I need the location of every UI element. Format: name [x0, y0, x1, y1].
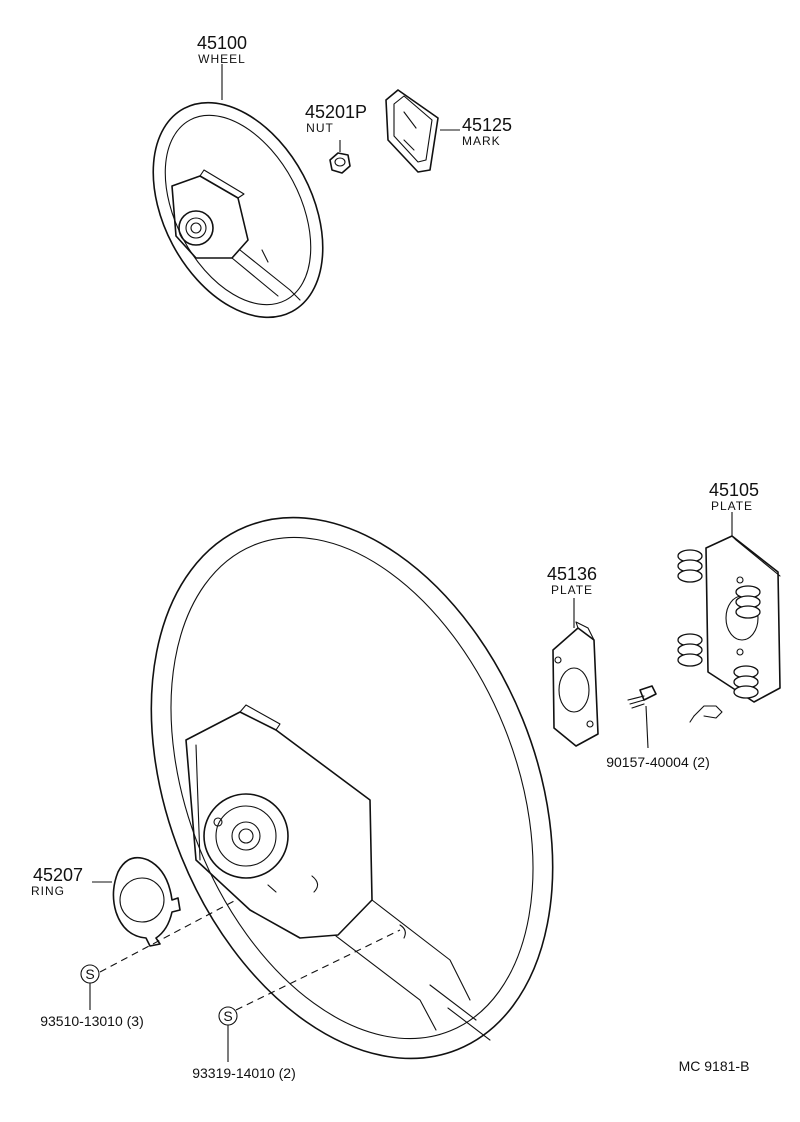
part-name-plate-large: PLATE [711, 499, 753, 513]
part-number-s2: 93319-14010 (2) [192, 1065, 296, 1081]
screw-part [627, 685, 657, 749]
part-name-mark: MARK [462, 134, 501, 148]
part-number-s1: 93510-13010 (3) [40, 1013, 144, 1029]
steering-wheel-large [150, 516, 554, 1060]
spring-coil-1 [677, 549, 703, 583]
spring-coil-2 [735, 585, 761, 619]
part-number-ring: 45207 [33, 865, 83, 885]
part-name-plate-small: PLATE [551, 583, 593, 597]
s-symbol-1: S [80, 899, 237, 1010]
part-name-wheel: WHEEL [198, 52, 246, 66]
diagram-id: MC 9181-B [679, 1058, 750, 1074]
part-number-mark: 45125 [462, 115, 512, 135]
part-number-plate-small: 45136 [547, 564, 597, 584]
part-name-ring: RING [31, 884, 65, 898]
part-number-plate-large: 45105 [709, 480, 759, 500]
s-symbol-2: S [218, 929, 401, 1062]
steering-wheel-small [152, 101, 324, 319]
spring-coil-3 [677, 633, 703, 667]
plate-small-part [552, 598, 599, 747]
spring-coil-4 [733, 665, 759, 699]
part-name-nut: NUT [306, 121, 334, 135]
mark-part [385, 89, 460, 173]
plate-large-part [677, 512, 781, 723]
part-number-screw: 90157-40004 (2) [606, 754, 710, 770]
svg-text:S: S [223, 1008, 232, 1024]
part-number-wheel: 45100 [197, 33, 247, 53]
part-number-nut: 45201P [305, 102, 367, 122]
nut-part [329, 140, 351, 174]
ring-part [92, 856, 181, 947]
svg-text:S: S [85, 966, 94, 982]
